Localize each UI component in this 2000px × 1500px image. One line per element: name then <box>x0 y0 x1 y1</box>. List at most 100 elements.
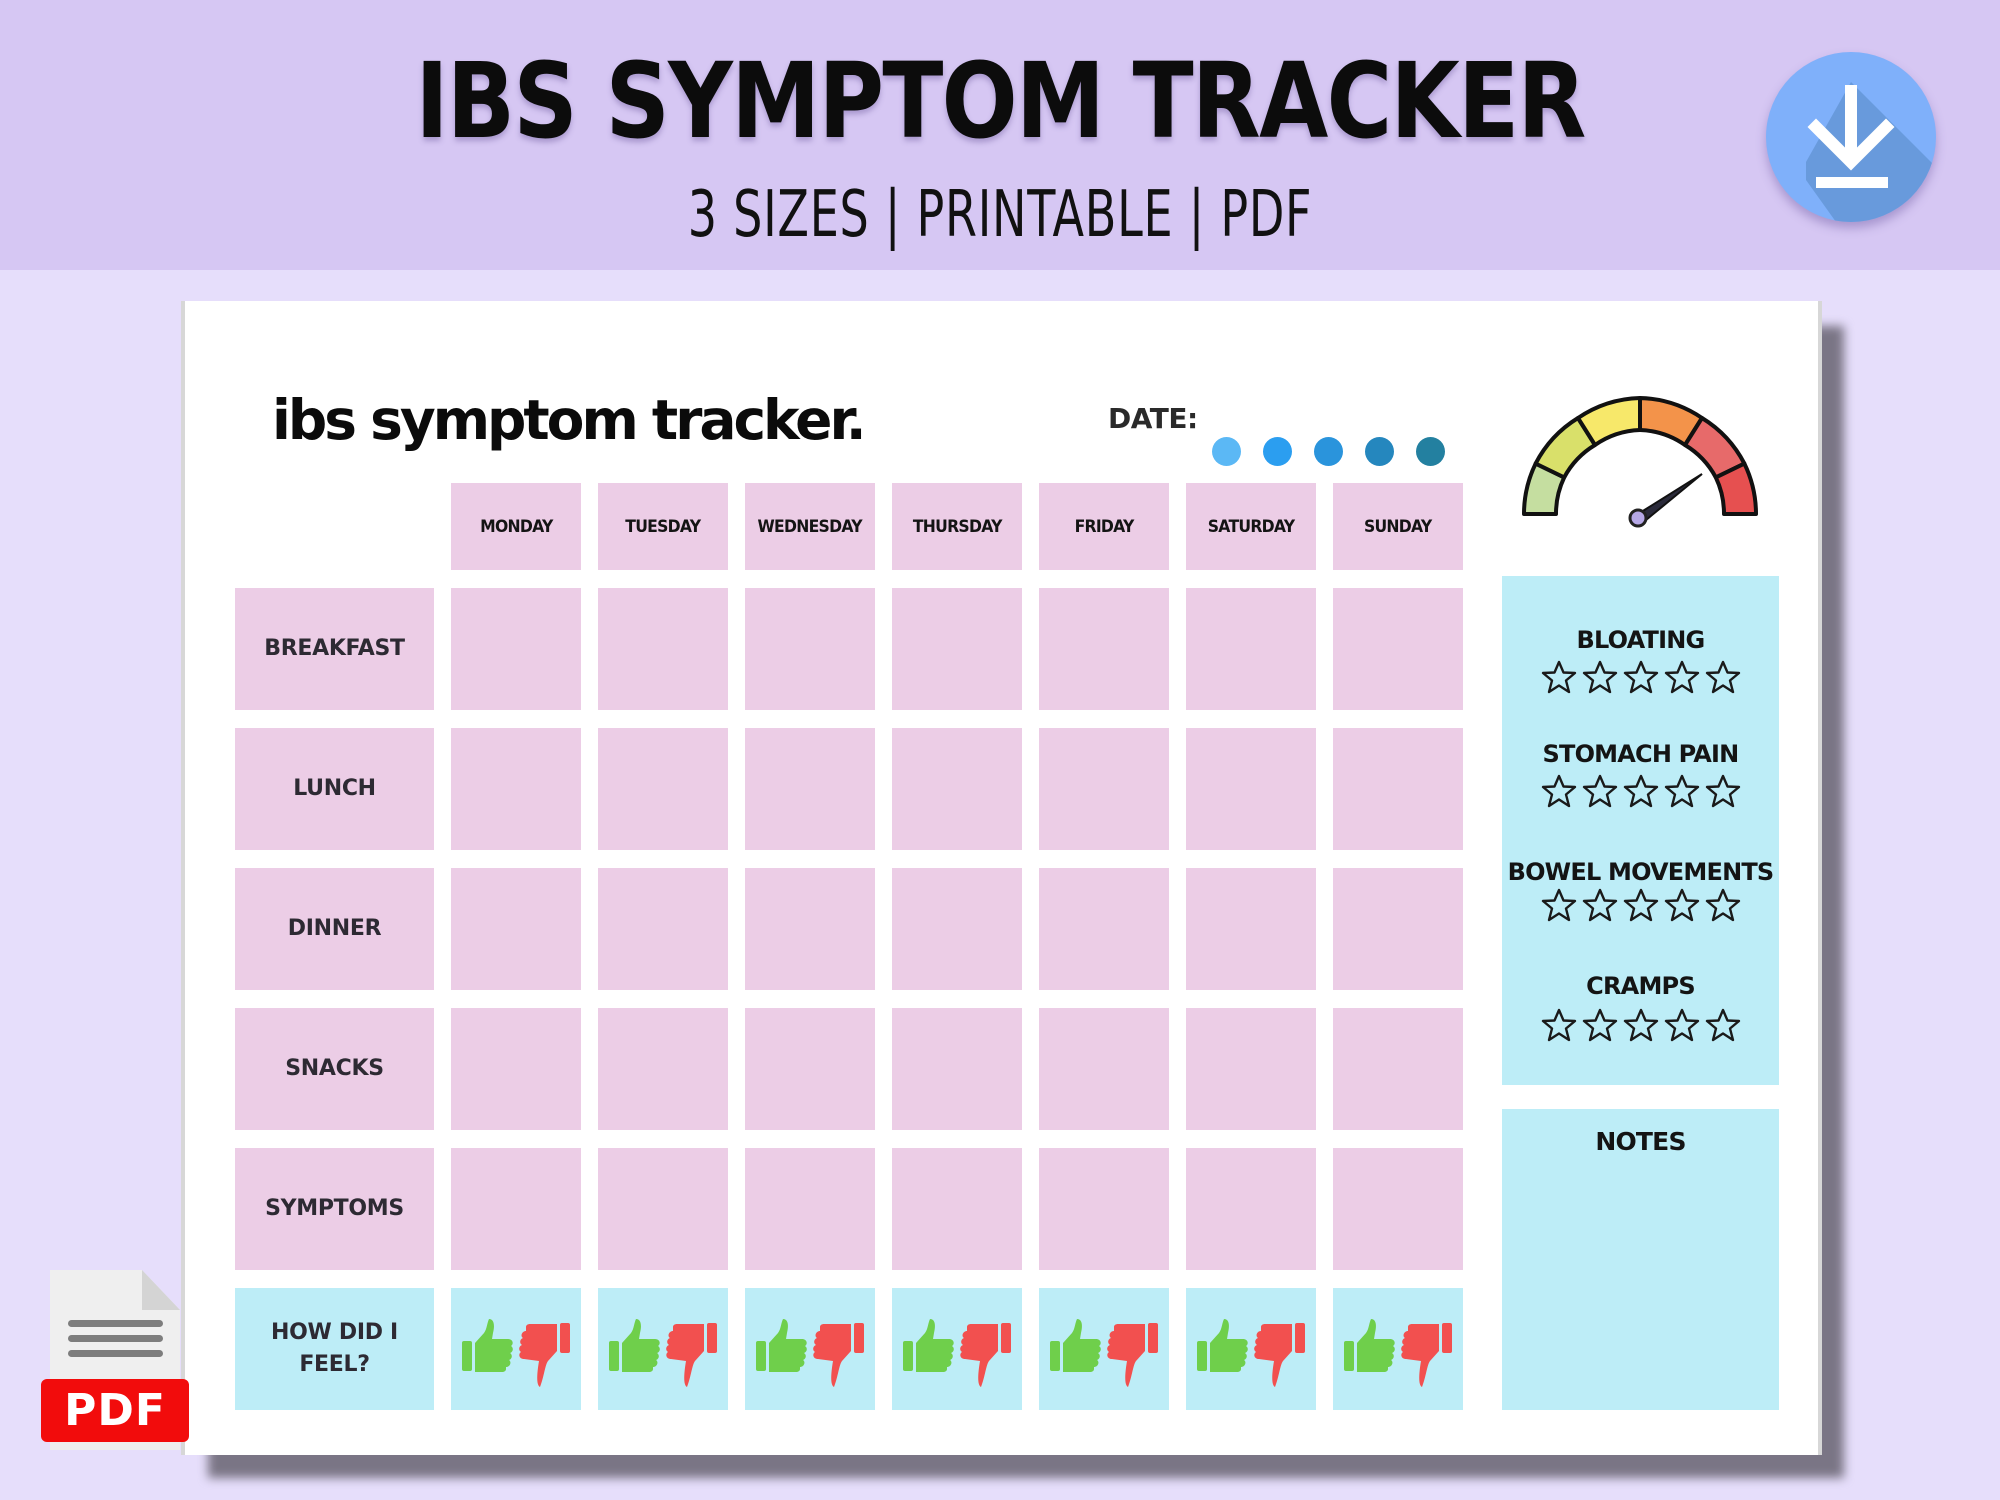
star-icon[interactable] <box>1623 660 1659 698</box>
day-header-saturday: SATURDAY <box>1186 483 1316 570</box>
row-label-text: DINNER <box>287 916 382 941</box>
star-icon[interactable] <box>1541 888 1577 926</box>
star-icon[interactable] <box>1582 774 1618 812</box>
star-icon[interactable] <box>1705 1008 1741 1046</box>
star-icon[interactable] <box>1541 1008 1577 1046</box>
entry-lunch-saturday[interactable] <box>1186 728 1316 850</box>
thumbs-up-icon[interactable] <box>1344 1319 1396 1379</box>
row-label-how-did-i-feel: HOW DID I FEEL? <box>235 1288 434 1410</box>
symptom-bowel-movements: BOWEL MOVEMENTS <box>1502 858 1779 926</box>
notes-panel: NOTES <box>1502 1109 1779 1410</box>
entry-snacks-friday[interactable] <box>1039 1008 1169 1130</box>
entry-snacks-monday[interactable] <box>451 1008 581 1130</box>
entry-dinner-sunday[interactable] <box>1333 868 1463 990</box>
entry-dinner-saturday[interactable] <box>1186 868 1316 990</box>
entry-dinner-monday[interactable] <box>451 868 581 990</box>
star-icon[interactable] <box>1664 1008 1700 1046</box>
entry-snacks-thursday[interactable] <box>892 1008 1022 1130</box>
star-icon[interactable] <box>1541 660 1577 698</box>
thumbs-down-icon[interactable] <box>812 1321 864 1391</box>
day-label: SATURDAY <box>1207 516 1295 537</box>
thumbs-up-icon[interactable] <box>462 1319 514 1379</box>
entry-breakfast-monday[interactable] <box>451 588 581 710</box>
entry-lunch-thursday[interactable] <box>892 728 1022 850</box>
date-dot-4[interactable] <box>1365 437 1394 466</box>
thumbs-up-icon[interactable] <box>1050 1319 1102 1379</box>
entry-breakfast-saturday[interactable] <box>1186 588 1316 710</box>
thumbs-up-icon[interactable] <box>903 1319 955 1379</box>
entry-breakfast-thursday[interactable] <box>892 588 1022 710</box>
day-header-thursday: THURSDAY <box>892 483 1022 570</box>
date-dot-2[interactable] <box>1263 437 1292 466</box>
entry-symptoms-thursday[interactable] <box>892 1148 1022 1270</box>
day-header-wednesday: WEDNESDAY <box>745 483 875 570</box>
entry-symptoms-saturday[interactable] <box>1186 1148 1316 1270</box>
star-icon[interactable] <box>1623 1008 1659 1046</box>
row-label-text: LUNCH <box>293 776 376 801</box>
star-icon[interactable] <box>1623 888 1659 926</box>
date-dot-5[interactable] <box>1416 437 1445 466</box>
entry-dinner-friday[interactable] <box>1039 868 1169 990</box>
star-icon[interactable] <box>1582 888 1618 926</box>
entry-lunch-tuesday[interactable] <box>598 728 728 850</box>
entry-symptoms-friday[interactable] <box>1039 1148 1169 1270</box>
day-label: SUNDAY <box>1364 516 1432 537</box>
star-icon[interactable] <box>1664 888 1700 926</box>
entry-symptoms-tuesday[interactable] <box>598 1148 728 1270</box>
thumbs-down-icon[interactable] <box>518 1321 570 1391</box>
thumbs-down-icon[interactable] <box>1106 1321 1158 1391</box>
download-arrow-icon <box>1806 82 1936 222</box>
entry-snacks-sunday[interactable] <box>1333 1008 1463 1130</box>
entry-symptoms-wednesday[interactable] <box>745 1148 875 1270</box>
entry-symptoms-monday[interactable] <box>451 1148 581 1270</box>
entry-symptoms-sunday[interactable] <box>1333 1148 1463 1270</box>
star-rating <box>1502 888 1779 926</box>
entry-dinner-thursday[interactable] <box>892 868 1022 990</box>
entry-snacks-wednesday[interactable] <box>745 1008 875 1130</box>
thumbs-up-icon[interactable] <box>1197 1319 1249 1379</box>
feel-cell-sunday <box>1333 1288 1463 1410</box>
row-label-snacks: SNACKS <box>235 1008 434 1130</box>
star-icon[interactable] <box>1582 660 1618 698</box>
date-dot-1[interactable] <box>1212 437 1241 466</box>
thumbs-down-icon[interactable] <box>959 1321 1011 1391</box>
star-icon[interactable] <box>1705 774 1741 812</box>
date-dot-3[interactable] <box>1314 437 1343 466</box>
star-icon[interactable] <box>1664 774 1700 812</box>
symptom-name: BOWEL MOVEMENTS <box>1507 858 1775 886</box>
entry-lunch-monday[interactable] <box>451 728 581 850</box>
entry-dinner-wednesday[interactable] <box>745 868 875 990</box>
star-icon[interactable] <box>1705 660 1741 698</box>
entry-breakfast-wednesday[interactable] <box>745 588 875 710</box>
entry-breakfast-tuesday[interactable] <box>598 588 728 710</box>
entry-lunch-sunday[interactable] <box>1333 728 1463 850</box>
day-label: MONDAY <box>479 516 553 537</box>
row-label-symptoms: SYMPTOMS <box>235 1148 434 1270</box>
thumbs-down-icon[interactable] <box>1253 1321 1305 1391</box>
star-icon[interactable] <box>1664 660 1700 698</box>
thumbs-down-icon[interactable] <box>1400 1321 1452 1391</box>
star-icon[interactable] <box>1582 1008 1618 1046</box>
entry-breakfast-friday[interactable] <box>1039 588 1169 710</box>
download-button[interactable] <box>1766 52 1936 222</box>
entry-snacks-saturday[interactable] <box>1186 1008 1316 1130</box>
entry-dinner-tuesday[interactable] <box>598 868 728 990</box>
entry-snacks-tuesday[interactable] <box>598 1008 728 1130</box>
thumbs-up-icon[interactable] <box>609 1319 661 1379</box>
thumbs-down-icon[interactable] <box>665 1321 717 1391</box>
symptom-stomach-pain: STOMACH PAIN <box>1502 740 1779 812</box>
header-banner: IBS SYMPTOM TRACKER 3 SIZES | PRINTABLE … <box>0 0 2000 270</box>
star-icon[interactable] <box>1705 888 1741 926</box>
symptom-name: STOMACH PAIN <box>1542 740 1740 768</box>
entry-lunch-wednesday[interactable] <box>745 728 875 850</box>
notes-input[interactable] <box>1502 1169 1779 1410</box>
thumbs-up-icon[interactable] <box>756 1319 808 1379</box>
star-icon[interactable] <box>1623 774 1659 812</box>
star-icon[interactable] <box>1541 774 1577 812</box>
entry-breakfast-sunday[interactable] <box>1333 588 1463 710</box>
thumbs-group <box>609 1307 717 1391</box>
thumbs-group <box>903 1307 1011 1391</box>
entry-lunch-friday[interactable] <box>1039 728 1169 850</box>
thumbs-group <box>1197 1307 1305 1391</box>
row-label-dinner: DINNER <box>235 868 434 990</box>
